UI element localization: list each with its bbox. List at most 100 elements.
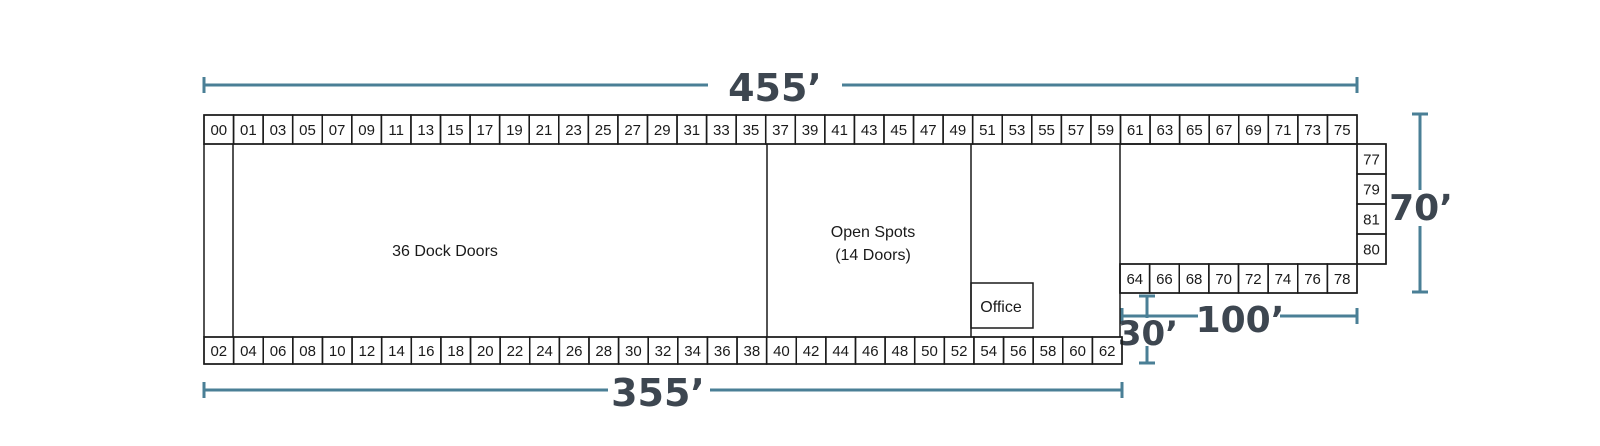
door-number: 07	[329, 122, 346, 139]
door-number: 44	[832, 343, 849, 360]
dock-door-30: 30	[617, 336, 649, 365]
door-number: 50	[921, 343, 938, 360]
dock-door-20: 20	[469, 336, 501, 365]
door-number: 18	[447, 343, 464, 360]
door-number: 75	[1334, 122, 1351, 139]
door-number: 35	[743, 122, 760, 139]
door-number: 01	[240, 122, 257, 139]
dock-door-03: 03	[262, 114, 294, 145]
door-number: 53	[1009, 122, 1026, 139]
dock-door-31: 31	[676, 114, 708, 145]
door-number: 20	[477, 343, 494, 360]
door-number: 49	[950, 122, 967, 139]
door-number: 43	[861, 122, 878, 139]
door-number: 78	[1334, 271, 1351, 288]
dock-door-23: 23	[558, 114, 590, 145]
door-number: 00	[210, 122, 227, 139]
door-number: 46	[862, 343, 879, 360]
dock-door-27: 27	[617, 114, 649, 145]
door-number: 62	[1099, 343, 1116, 360]
dock-door-67: 67	[1208, 114, 1240, 145]
dock-door-51: 51	[971, 114, 1003, 145]
door-number: 26	[566, 343, 583, 360]
dock-door-28: 28	[588, 336, 620, 365]
door-number: 76	[1304, 271, 1321, 288]
dock-door-54: 54	[973, 336, 1005, 365]
dock-door-69: 69	[1237, 114, 1270, 145]
dock-door-53: 53	[1001, 114, 1033, 145]
door-cell	[1326, 114, 1358, 145]
dock-door-65: 65	[1178, 114, 1210, 145]
door-number: 54	[980, 343, 997, 360]
door-number: 39	[802, 122, 819, 139]
dock-door-24: 24	[528, 336, 561, 365]
door-number: 16	[418, 343, 435, 360]
door-number: 47	[920, 122, 937, 139]
dock-door-14: 14	[380, 336, 413, 365]
door-number: 65	[1186, 122, 1203, 139]
door-number: 64	[1126, 271, 1143, 288]
dock-door-73: 73	[1297, 114, 1329, 145]
door-number: 09	[358, 122, 375, 139]
door-number: 55	[1038, 122, 1055, 139]
dock-door-45: 45	[883, 114, 915, 145]
dimension-455: 455’	[202, 66, 1359, 110]
door-number: 77	[1363, 152, 1380, 169]
dock-door-57: 57	[1060, 114, 1092, 145]
dock-door-42: 42	[795, 336, 827, 365]
dimension-355: 355’	[202, 371, 1124, 415]
door-number: 11	[388, 122, 404, 139]
door-number: 10	[329, 343, 346, 360]
dock-door-52: 52	[943, 336, 975, 365]
door-number: 51	[979, 122, 996, 139]
dock-door-56: 56	[1002, 336, 1034, 365]
dock-door-61: 61	[1119, 114, 1151, 145]
office: Office	[970, 282, 1034, 329]
dock-door-29: 29	[646, 114, 678, 145]
dock-door-06: 06	[262, 336, 294, 365]
door-number: 56	[1010, 343, 1027, 360]
dock-door-48: 48	[884, 336, 916, 365]
open-spots-label: Open Spots	[831, 224, 916, 241]
door-number: 72	[1245, 271, 1262, 288]
door-number: 71	[1275, 122, 1292, 139]
door-number: 12	[359, 343, 376, 360]
dock-door-66: 66	[1148, 263, 1180, 294]
office-box	[970, 282, 1034, 329]
dimension-label-100: 100’	[1196, 300, 1285, 341]
dock-door-70: 70	[1208, 263, 1240, 294]
door-number: 74	[1275, 271, 1292, 288]
dock-door-55: 55	[1031, 114, 1063, 145]
open-spots-count-label: (14 Doors)	[835, 247, 911, 264]
annex-door-row: 64 66 68 70 72 74 76 78	[1119, 263, 1358, 294]
door-number: 68	[1186, 271, 1203, 288]
door-number: 22	[507, 343, 524, 360]
dock-door-17: 17	[469, 114, 501, 145]
door-number: 02	[210, 343, 227, 360]
door-number: 08	[299, 343, 316, 360]
door-number: 32	[655, 343, 672, 360]
door-number: 05	[299, 122, 316, 139]
dock-door-16: 16	[410, 336, 442, 365]
door-number: 80	[1363, 242, 1380, 259]
dock-door-12: 12	[351, 336, 383, 365]
door-cell	[1326, 263, 1358, 294]
dock-door-80: 80	[1356, 233, 1387, 265]
dock-door-76: 76	[1297, 263, 1329, 294]
door-number: 61	[1127, 122, 1144, 139]
dock-door-39: 39	[794, 114, 826, 145]
door-number: 67	[1216, 122, 1233, 139]
door-number: 15	[447, 122, 464, 139]
dock-door-74: 74	[1267, 263, 1299, 294]
dimension-70: 70’	[1389, 112, 1453, 294]
door-number: 25	[595, 122, 612, 139]
door-number: 36	[714, 343, 731, 360]
dock-door-10: 10	[321, 336, 353, 365]
dock-door-37: 37	[764, 114, 797, 145]
dimension-30: 30’	[1118, 294, 1178, 365]
dock-door-02: 02	[203, 336, 235, 365]
